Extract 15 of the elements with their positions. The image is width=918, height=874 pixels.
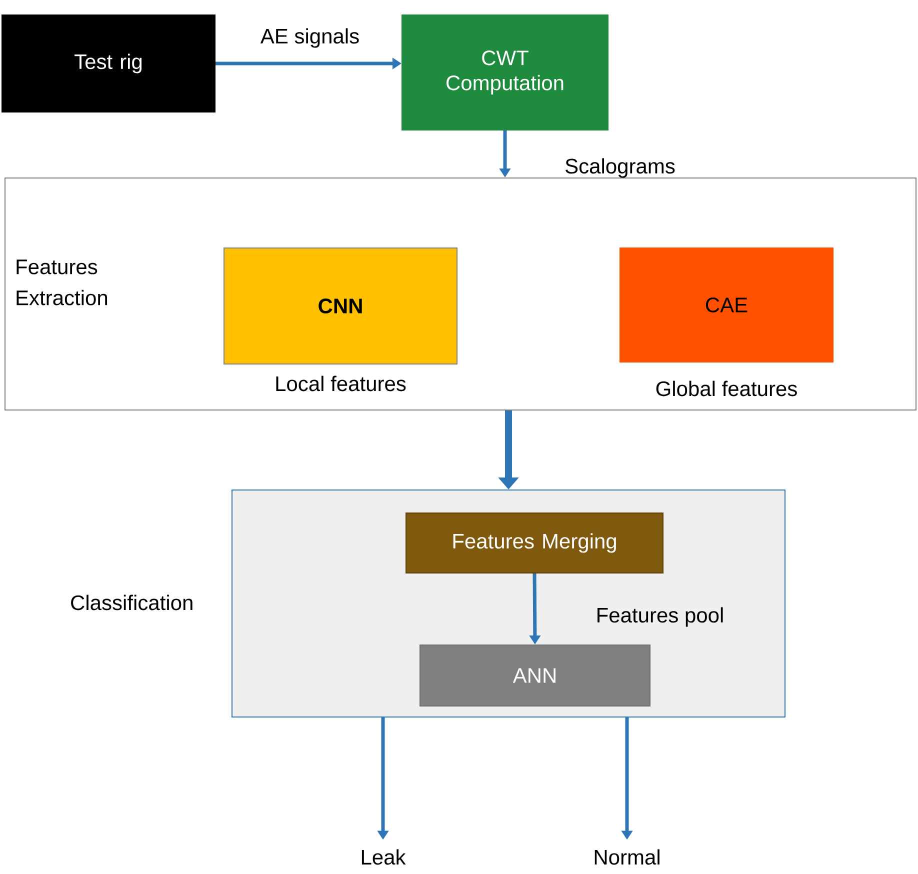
process-box: CAE (620, 247, 834, 362)
node-label: Local features (276, 376, 406, 392)
output-label: Leak (362, 849, 406, 865)
process-box: Test rig (2, 14, 216, 112)
process-box: CNN (224, 247, 458, 364)
process-box: CWT Computation (402, 14, 608, 130)
edge-label: AE signals (260, 28, 359, 48)
process-box: Features Merging (406, 512, 664, 574)
edge-label: Features pool (598, 607, 723, 627)
process-box: ANN (420, 644, 650, 706)
group-heading: Classification (71, 594, 192, 610)
output-label: Normal (594, 849, 660, 865)
group-heading: Features Extraction (16, 260, 108, 306)
node-label: Global features (656, 380, 797, 396)
edge-label: Scalograms (566, 158, 675, 178)
